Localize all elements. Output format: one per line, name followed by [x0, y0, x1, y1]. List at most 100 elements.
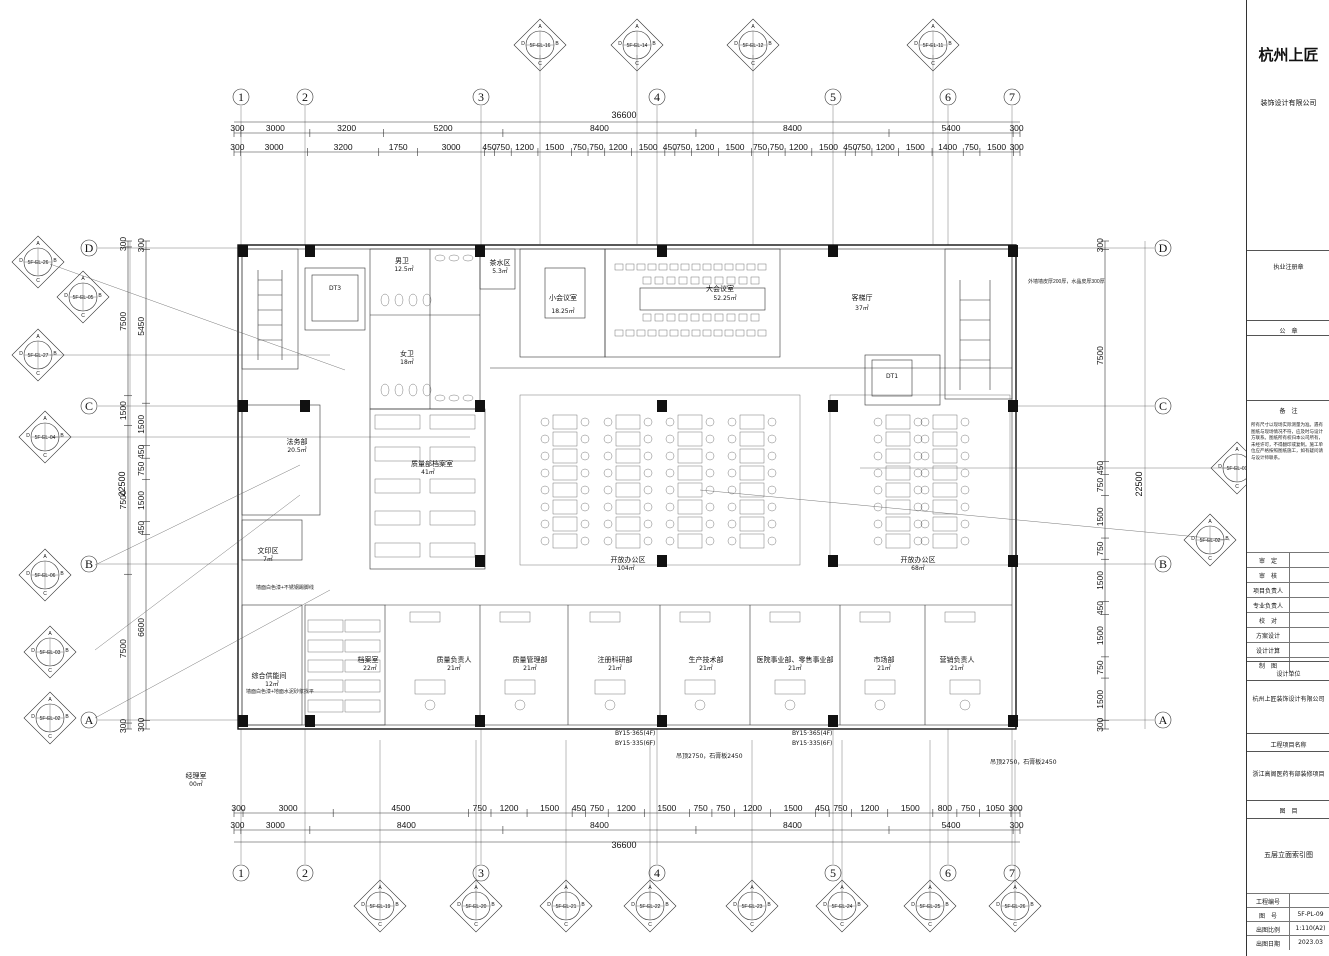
column [828, 715, 838, 727]
marker-code: 5F-EL-19 [370, 904, 391, 910]
chair [691, 263, 701, 271]
chair [669, 263, 679, 271]
bottom-total-dim: 36600 [611, 840, 636, 850]
marker-letter: D [618, 41, 622, 47]
dim-value: 3000 [442, 142, 461, 152]
chair [913, 434, 923, 444]
dim-value: 750 [716, 803, 730, 813]
dim-value: 5400 [942, 820, 961, 830]
column [828, 245, 838, 257]
marker-letter: A [751, 24, 755, 30]
room-name: 档案室 [358, 655, 379, 664]
leader-lines [49, 55, 1231, 900]
shelf [307, 639, 344, 653]
chair [727, 502, 737, 512]
chair [540, 417, 550, 427]
axis-label: 5 [830, 866, 836, 880]
company-name: 杭州上匠 [1258, 46, 1319, 64]
marker-letter: D [19, 351, 23, 357]
room-name: 综合供能间 [252, 671, 287, 680]
workstation-desk [885, 499, 911, 515]
marker-code: 5F-EL-02 [1200, 538, 1221, 544]
dim-value: 300 [136, 238, 146, 252]
workstation-desk [932, 516, 958, 532]
sink [434, 394, 446, 402]
chair [702, 276, 712, 285]
axis-label: B [1159, 557, 1167, 571]
marker-letter: A [1013, 885, 1017, 891]
dim-value: 750 [136, 461, 146, 475]
axis-bubble [1154, 397, 1172, 415]
glass-note-1: BY15·365(4F) [615, 730, 655, 737]
chair [913, 485, 923, 495]
chair [665, 417, 675, 427]
axis-label: D [1159, 241, 1168, 255]
room-name: 大会议室 [706, 284, 734, 293]
column [238, 400, 248, 412]
column [305, 245, 315, 257]
axis-label: 1 [238, 866, 244, 880]
chair [714, 276, 724, 285]
left-total-dim: 22500 [117, 471, 127, 496]
marker-letter: A [931, 24, 935, 30]
dim-value: 8400 [397, 820, 416, 830]
chair [746, 263, 756, 271]
chair [913, 451, 923, 461]
chair [643, 434, 653, 444]
dim-value: 300 [1010, 142, 1024, 152]
workstation-desk [677, 499, 703, 515]
marker-outline [11, 328, 65, 382]
chair [873, 451, 883, 461]
workstation-desk [615, 482, 641, 498]
chair [643, 519, 653, 529]
marker-letter: C [48, 734, 52, 740]
dim-value: 1200 [617, 803, 636, 813]
toilet [408, 293, 418, 307]
marker-letter: B [767, 902, 771, 908]
axis-bubble [80, 711, 98, 729]
toilet [394, 293, 404, 307]
axis-bubble [939, 864, 957, 882]
marker-letter: A [564, 885, 568, 891]
chair [540, 434, 550, 444]
dim-value: 300 [1009, 123, 1023, 133]
marker-letter: B [555, 41, 559, 47]
marker-outline [449, 879, 503, 933]
chair [913, 468, 923, 478]
column [657, 715, 667, 727]
chair [714, 313, 724, 322]
room-area: 52.25㎡ [713, 294, 736, 302]
chair [784, 699, 796, 711]
marker-code: 5F-EL-14 [627, 43, 648, 49]
room-area: 21㎡ [447, 664, 461, 672]
tb-row: 专业负责人 [1247, 597, 1329, 612]
marker-letter: B [53, 258, 57, 264]
drawing-title: 五层立面索引图 [1264, 851, 1313, 859]
room-name: 质量部档案室 [411, 459, 453, 468]
marker-letter: D [996, 902, 1000, 908]
chair [580, 485, 590, 495]
chair [705, 502, 715, 512]
axis-label: B [85, 557, 93, 571]
axis-label: 7 [1009, 866, 1015, 880]
axis-label: 1 [238, 90, 244, 104]
chair [540, 502, 550, 512]
marker-code: 5F-EL-02 [40, 716, 61, 722]
tb-row: 制 图 [1247, 657, 1329, 672]
chair [647, 263, 657, 271]
marker-letter: B [53, 351, 57, 357]
dim-value: 1500 [657, 803, 676, 813]
chair [726, 313, 736, 322]
chair [702, 329, 712, 337]
room-area: 21㎡ [950, 664, 964, 672]
dim-value: 1750 [389, 142, 408, 152]
chair [540, 485, 550, 495]
workstation-desk [552, 533, 578, 549]
marker-code: 5F-EL-06 [35, 573, 56, 579]
chair [540, 519, 550, 529]
chair [678, 313, 688, 322]
dim-value: 1200 [695, 142, 714, 152]
chair [614, 263, 624, 271]
room-area: 7㎡ [263, 555, 273, 563]
